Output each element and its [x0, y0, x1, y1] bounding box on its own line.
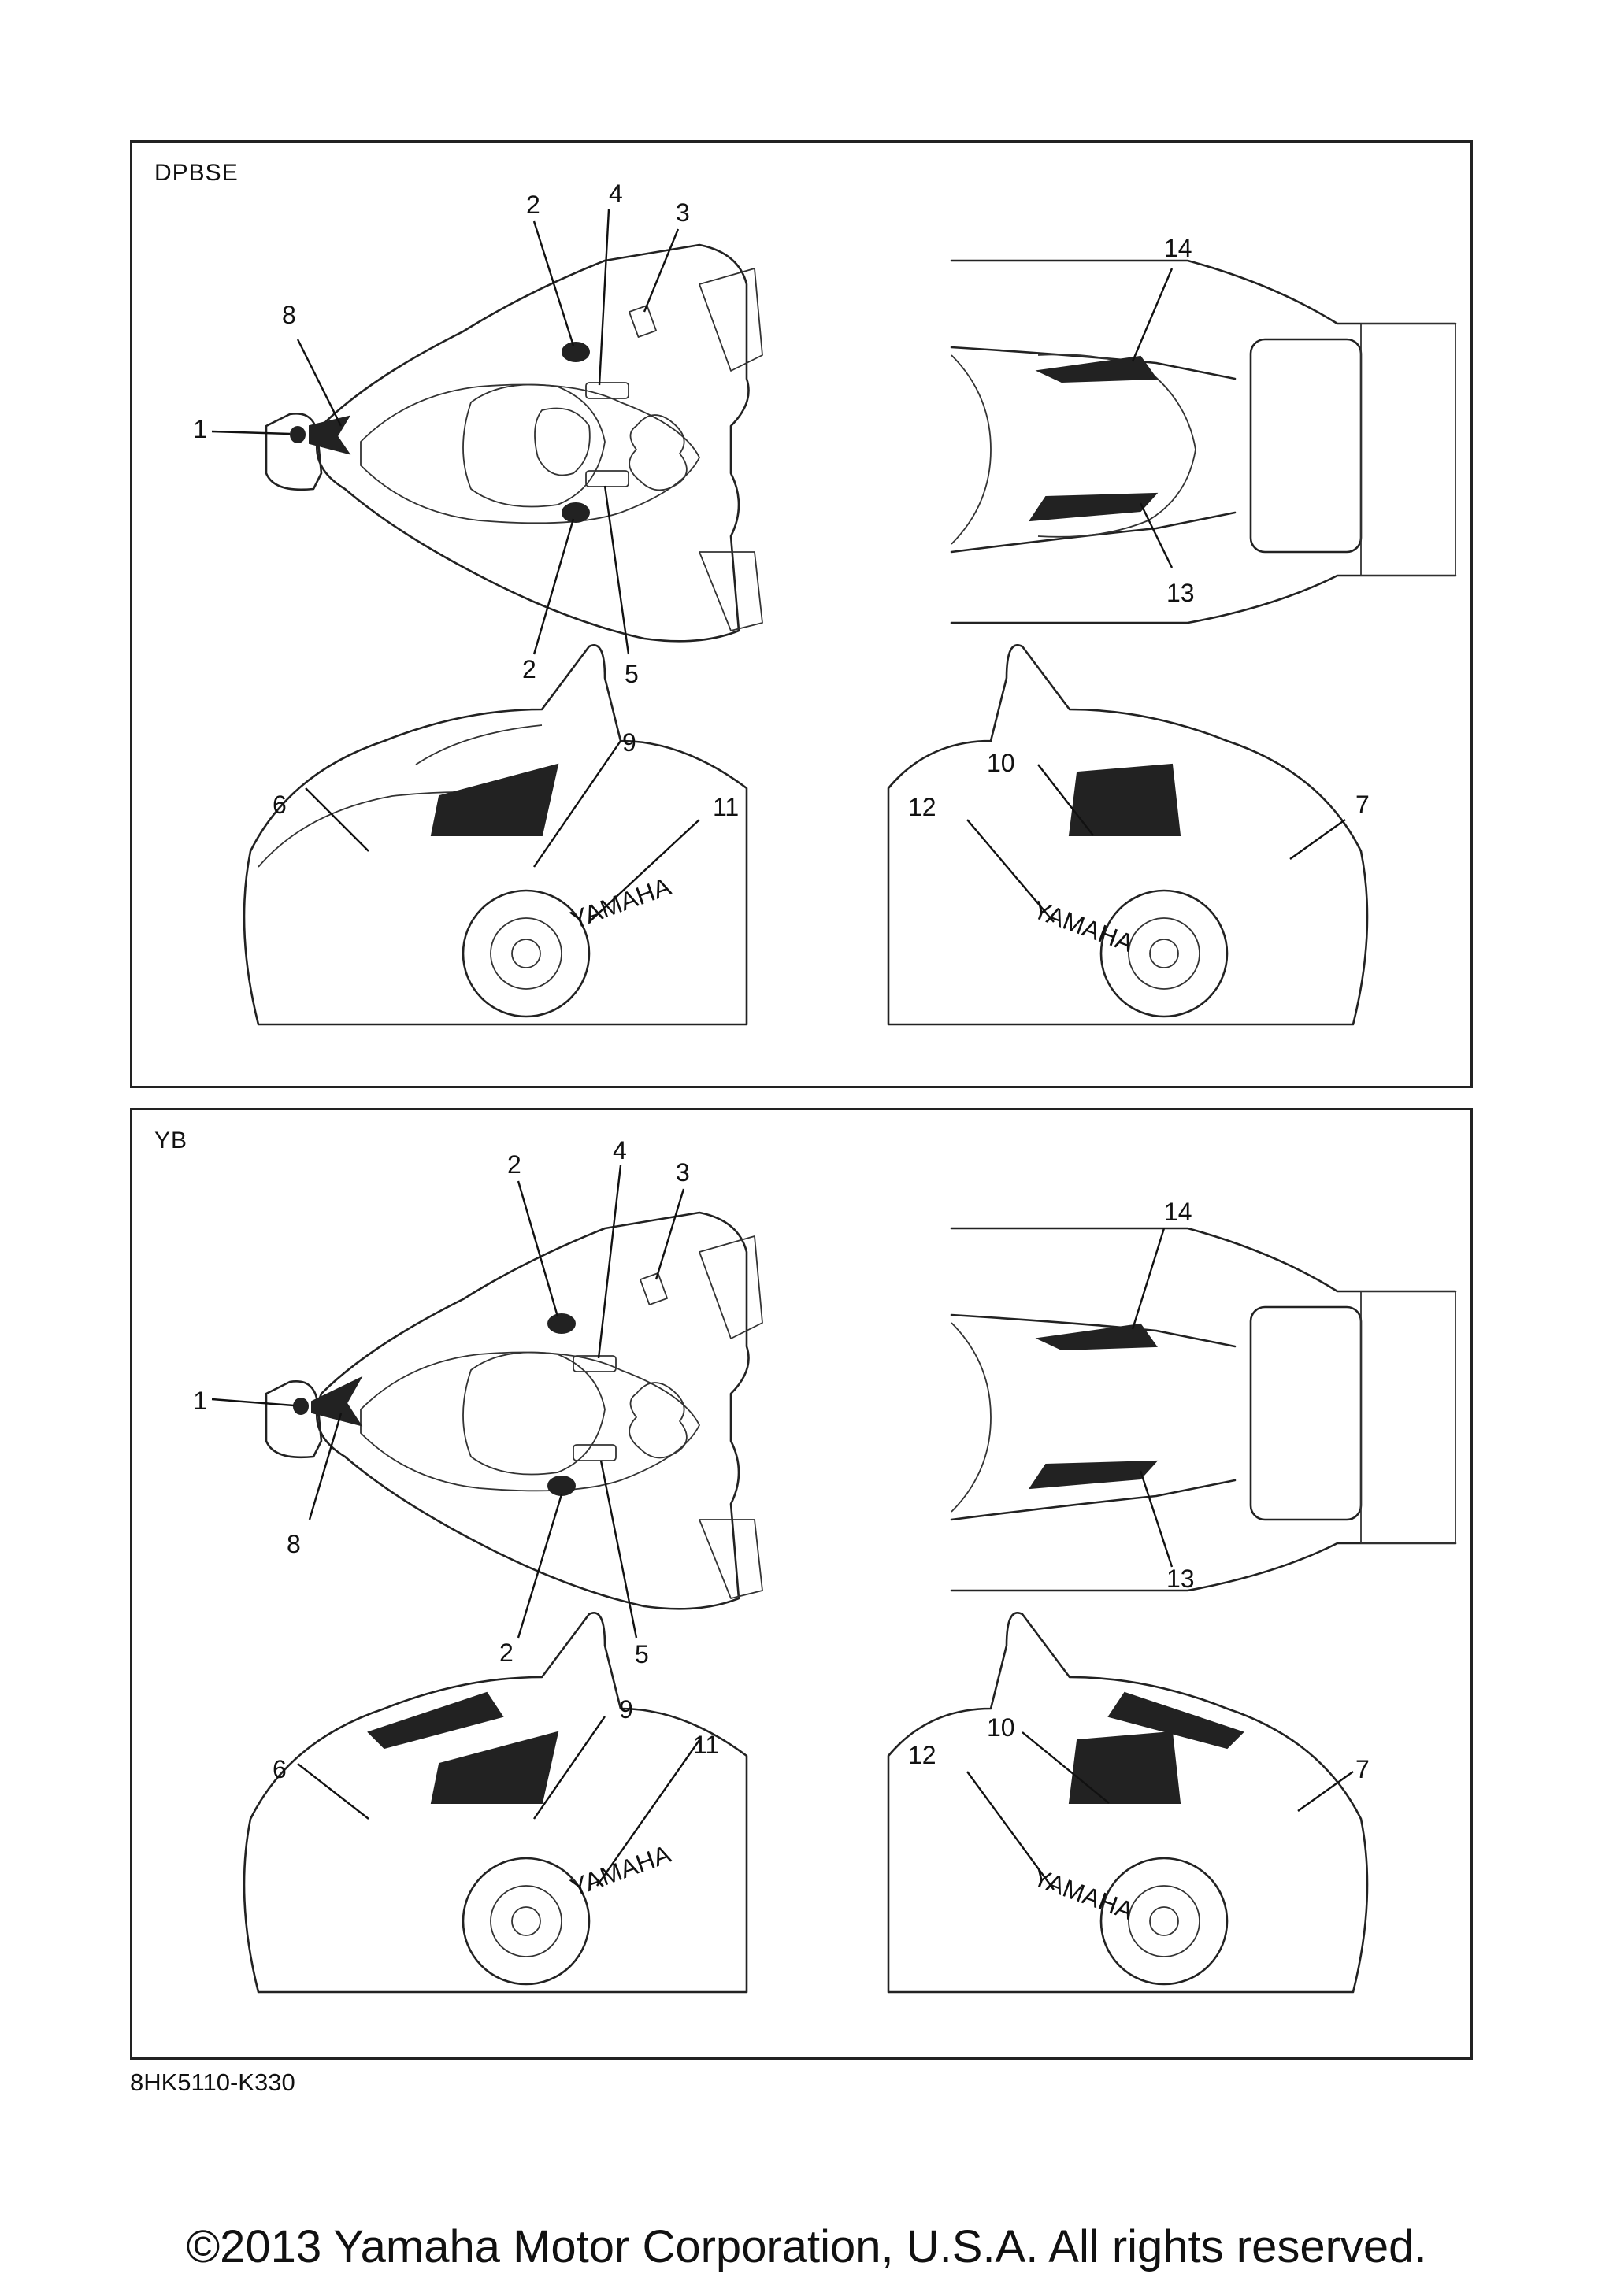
callout-2: 2: [507, 1150, 521, 1179]
callout-7: 7: [1355, 791, 1370, 819]
copyright-notice: ©2013 Yamaha Motor Corporation, U.S.A. A…: [186, 2221, 1427, 2272]
leader-lines: [211, 1165, 1354, 1890]
diagram-panel-dpbse: DPBSE: [130, 140, 1473, 1088]
variant-code: YB: [154, 1128, 188, 1154]
top-view-left: [265, 243, 763, 643]
callout-4: 4: [613, 1136, 627, 1165]
yamaha-decal-text: YAMAHA: [1029, 895, 1138, 957]
yamaha-decal-text: YAMAHA: [1029, 1863, 1138, 1925]
callout-2: 2: [526, 191, 540, 219]
callout-10: 10: [987, 1713, 1015, 1742]
callout-11: 11: [693, 1731, 719, 1759]
callout-1: 1: [193, 415, 207, 443]
callout-4: 4: [609, 180, 623, 208]
callout-5: 5: [625, 660, 639, 688]
callout-2: 2: [522, 655, 536, 683]
callout-12: 12: [908, 793, 936, 821]
callout-13: 13: [1166, 579, 1195, 607]
callout-11: 11: [713, 793, 739, 821]
callout-13: 13: [1166, 1565, 1195, 1593]
variant-code: DPBSE: [154, 160, 239, 186]
callout-6: 6: [273, 791, 287, 819]
leader-lines: [211, 209, 1346, 923]
callout-14: 14: [1164, 234, 1192, 262]
callout-3: 3: [676, 1158, 690, 1187]
callout-3: 3: [676, 198, 690, 227]
top-view-right: [950, 1227, 1457, 1592]
top-view-right: [950, 259, 1457, 624]
diagram-panel-yb: YB: [130, 1108, 1473, 2060]
snowmobile-decal-drawing: YAMAHA YAMAHA: [193, 1136, 1457, 1994]
callout-8: 8: [287, 1530, 301, 1558]
callout-numbers: 1 2 2 3 4 5 6 7 8 9 10 11 12 13 14: [193, 1136, 1370, 1783]
callout-10: 10: [987, 749, 1015, 777]
callout-9: 9: [619, 1695, 633, 1724]
side-view-right: YAMAHA: [887, 644, 1369, 1026]
callout-numbers: 1 2 2 3 4 5 6 7 8 9 10 11 12 13 14: [193, 180, 1370, 821]
callout-9: 9: [622, 728, 636, 757]
callout-1: 1: [193, 1387, 207, 1415]
callout-14: 14: [1164, 1198, 1192, 1226]
side-view-right: YAMAHA: [887, 1612, 1369, 1994]
diagram-code: 8HK5110-K330: [130, 2068, 295, 2096]
top-view-left: [265, 1211, 763, 1610]
callout-7: 7: [1355, 1755, 1370, 1783]
callout-12: 12: [908, 1741, 936, 1769]
side-view-left: YAMAHA: [243, 644, 748, 1026]
callout-5: 5: [635, 1640, 649, 1668]
side-view-left: YAMAHA: [243, 1612, 748, 1994]
yamaha-decal-text: YAMAHA: [566, 872, 675, 934]
snowmobile-decal-drawing: YAMAHA YAMAHA: [193, 180, 1457, 1026]
callout-8: 8: [282, 301, 296, 329]
yamaha-decal-text: YAMAHA: [566, 1839, 675, 1902]
callout-6: 6: [273, 1755, 287, 1783]
callout-2: 2: [499, 1639, 514, 1667]
